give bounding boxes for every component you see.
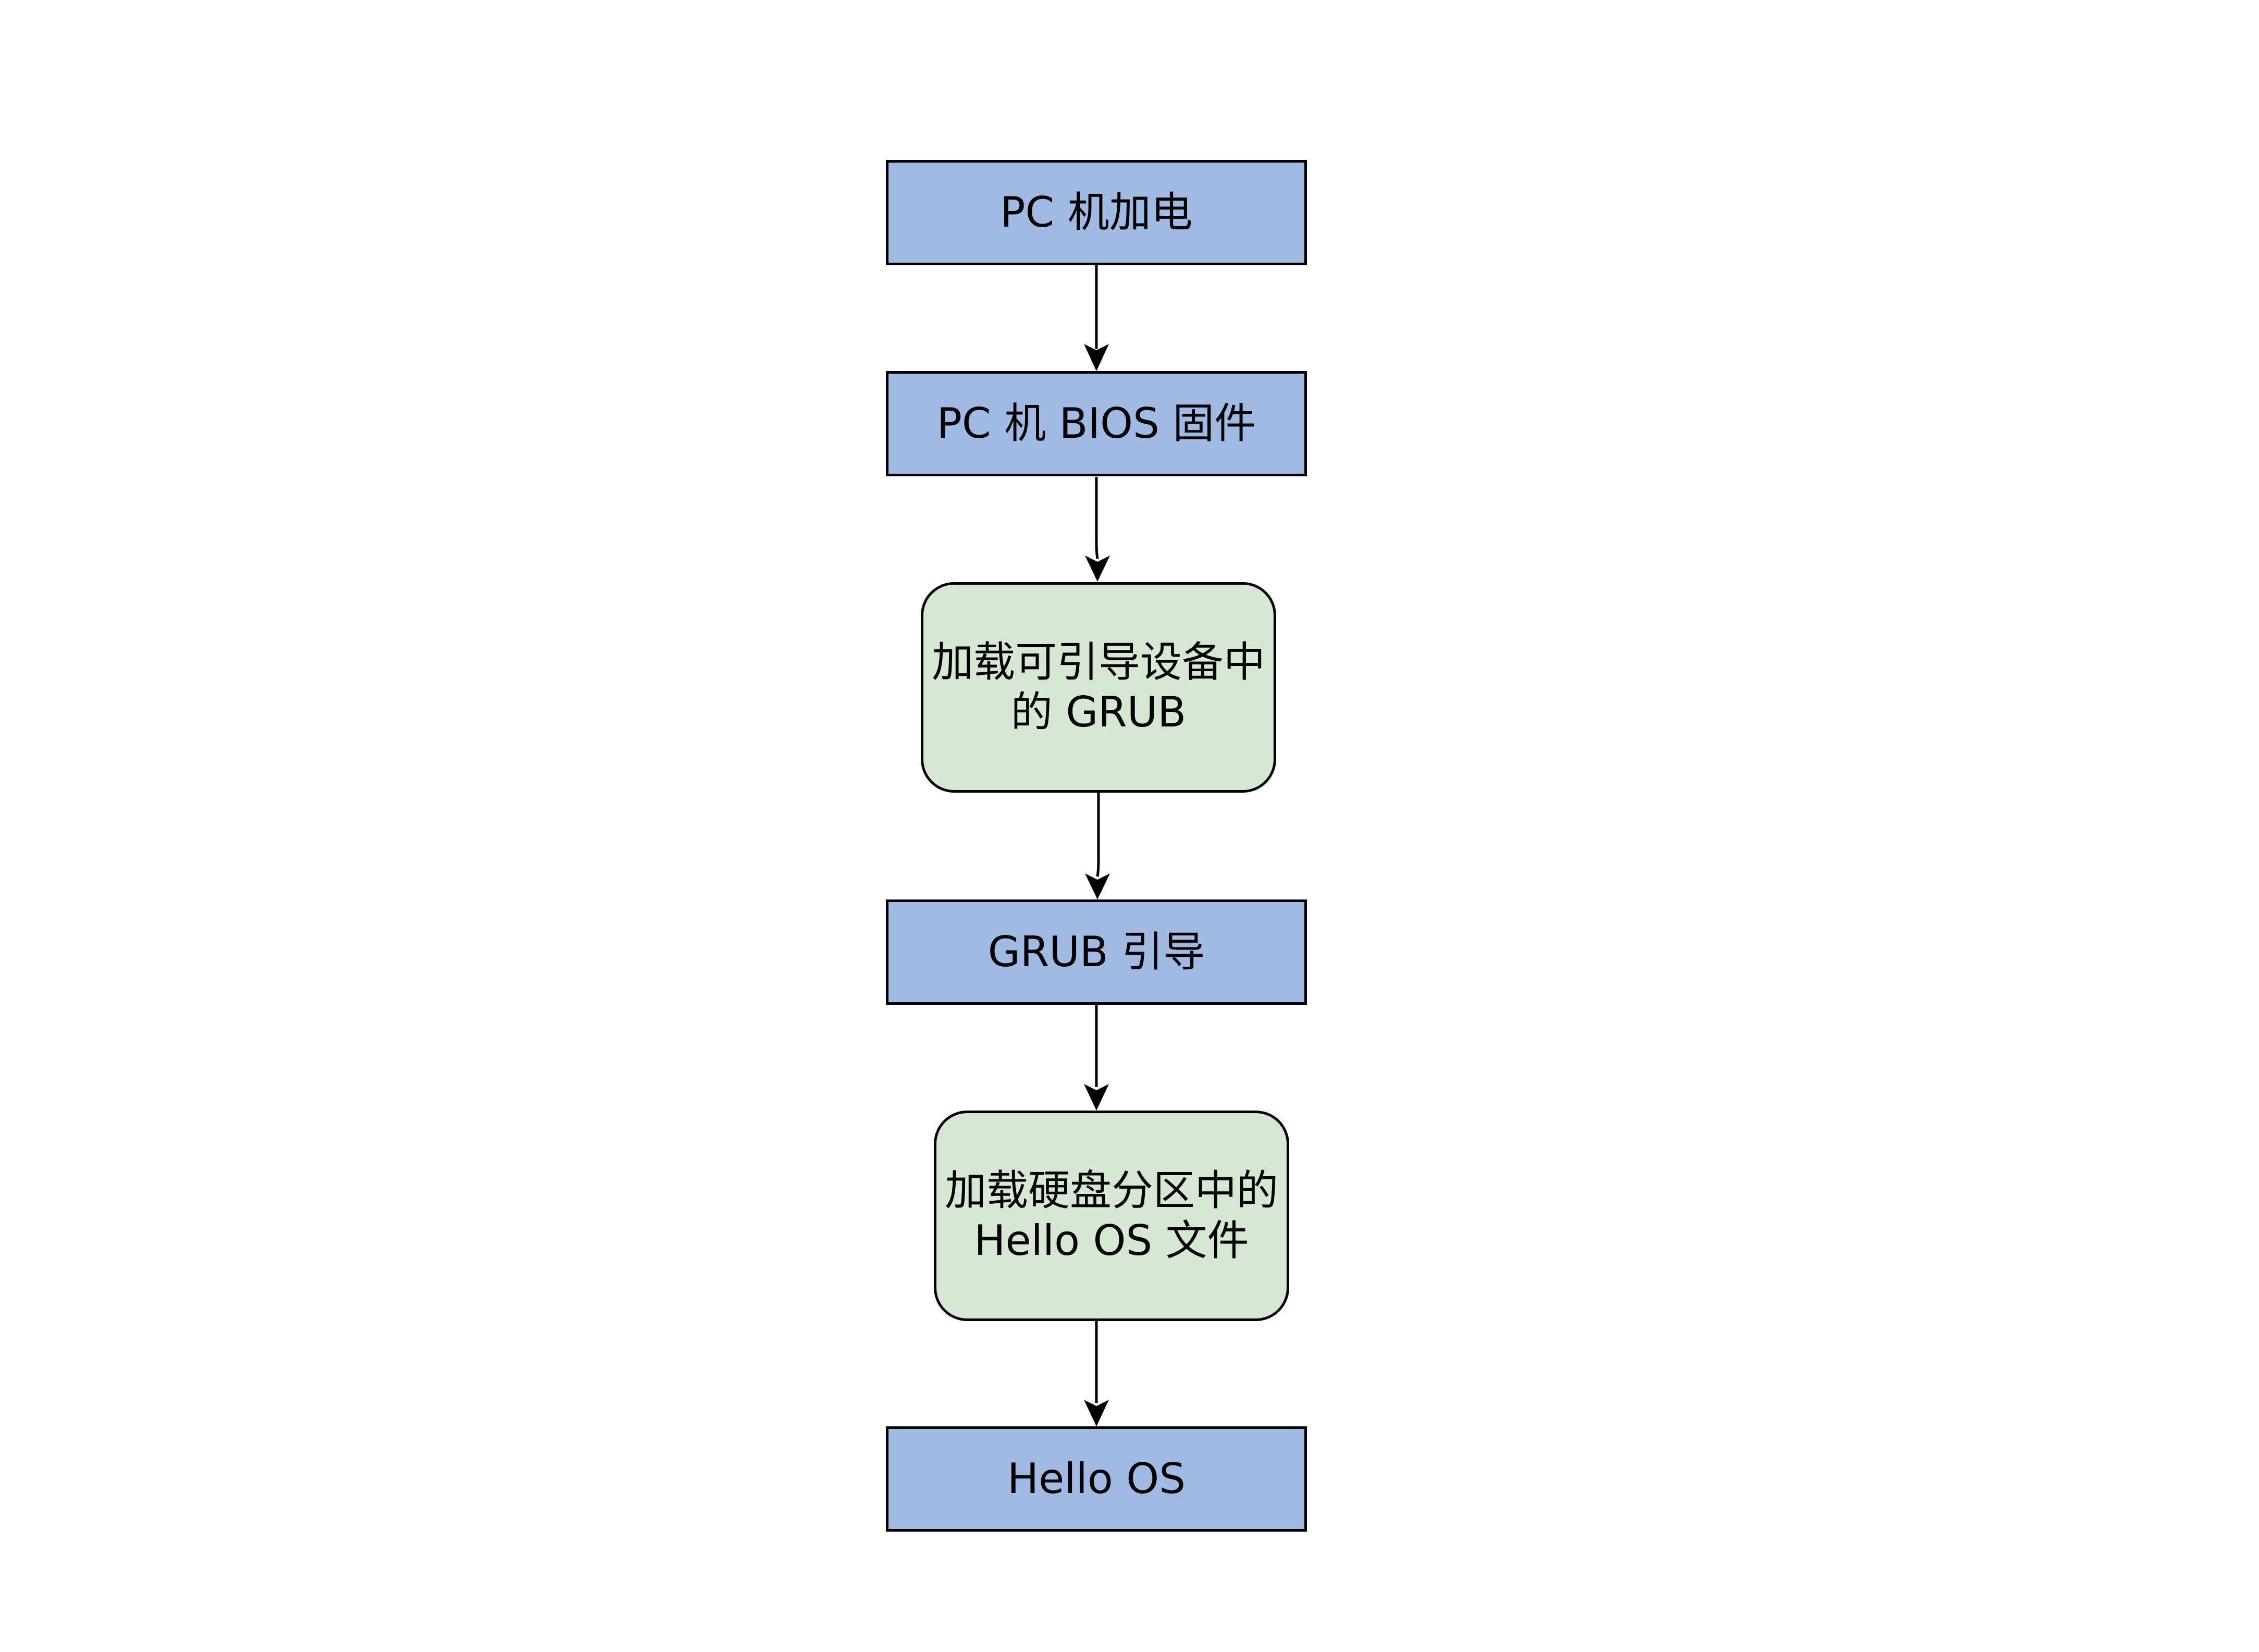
edge-load-hello-os-to-hello-os — [1084, 1321, 1109, 1426]
node-label: PC 机加电 — [1000, 188, 1193, 237]
edge-power-on-to-bios — [1084, 265, 1109, 371]
node-hello-os: Hello OS — [886, 1426, 1307, 1532]
node-label: GRUB 引导 — [987, 928, 1205, 976]
node-grub-boot: GRUB 引导 — [886, 899, 1307, 1005]
node-label: Hello OS — [1007, 1454, 1186, 1503]
node-label-line-2: Hello OS 文件 — [974, 1216, 1249, 1265]
edge-bios-to-load-grub — [1085, 477, 1110, 582]
node-load-grub: 加载可引导设备中 的 GRUB — [921, 582, 1276, 793]
node-label-line-1: 加载可引导设备中 — [932, 638, 1265, 686]
node-label-line-2: 的 GRUB — [1010, 688, 1187, 736]
edge-grub-boot-to-load-hello-os — [1084, 1005, 1109, 1111]
node-bios: PC 机 BIOS 固件 — [886, 371, 1307, 476]
edge-load-grub-to-grub-boot — [1085, 793, 1110, 899]
node-label: PC 机 BIOS 固件 — [936, 399, 1256, 448]
node-label-line-1: 加载硬盘分区中的 — [945, 1166, 1278, 1215]
node-load-hello-os: 加载硬盘分区中的 Hello OS 文件 — [934, 1111, 1289, 1321]
node-power-on: PC 机加电 — [886, 160, 1307, 265]
